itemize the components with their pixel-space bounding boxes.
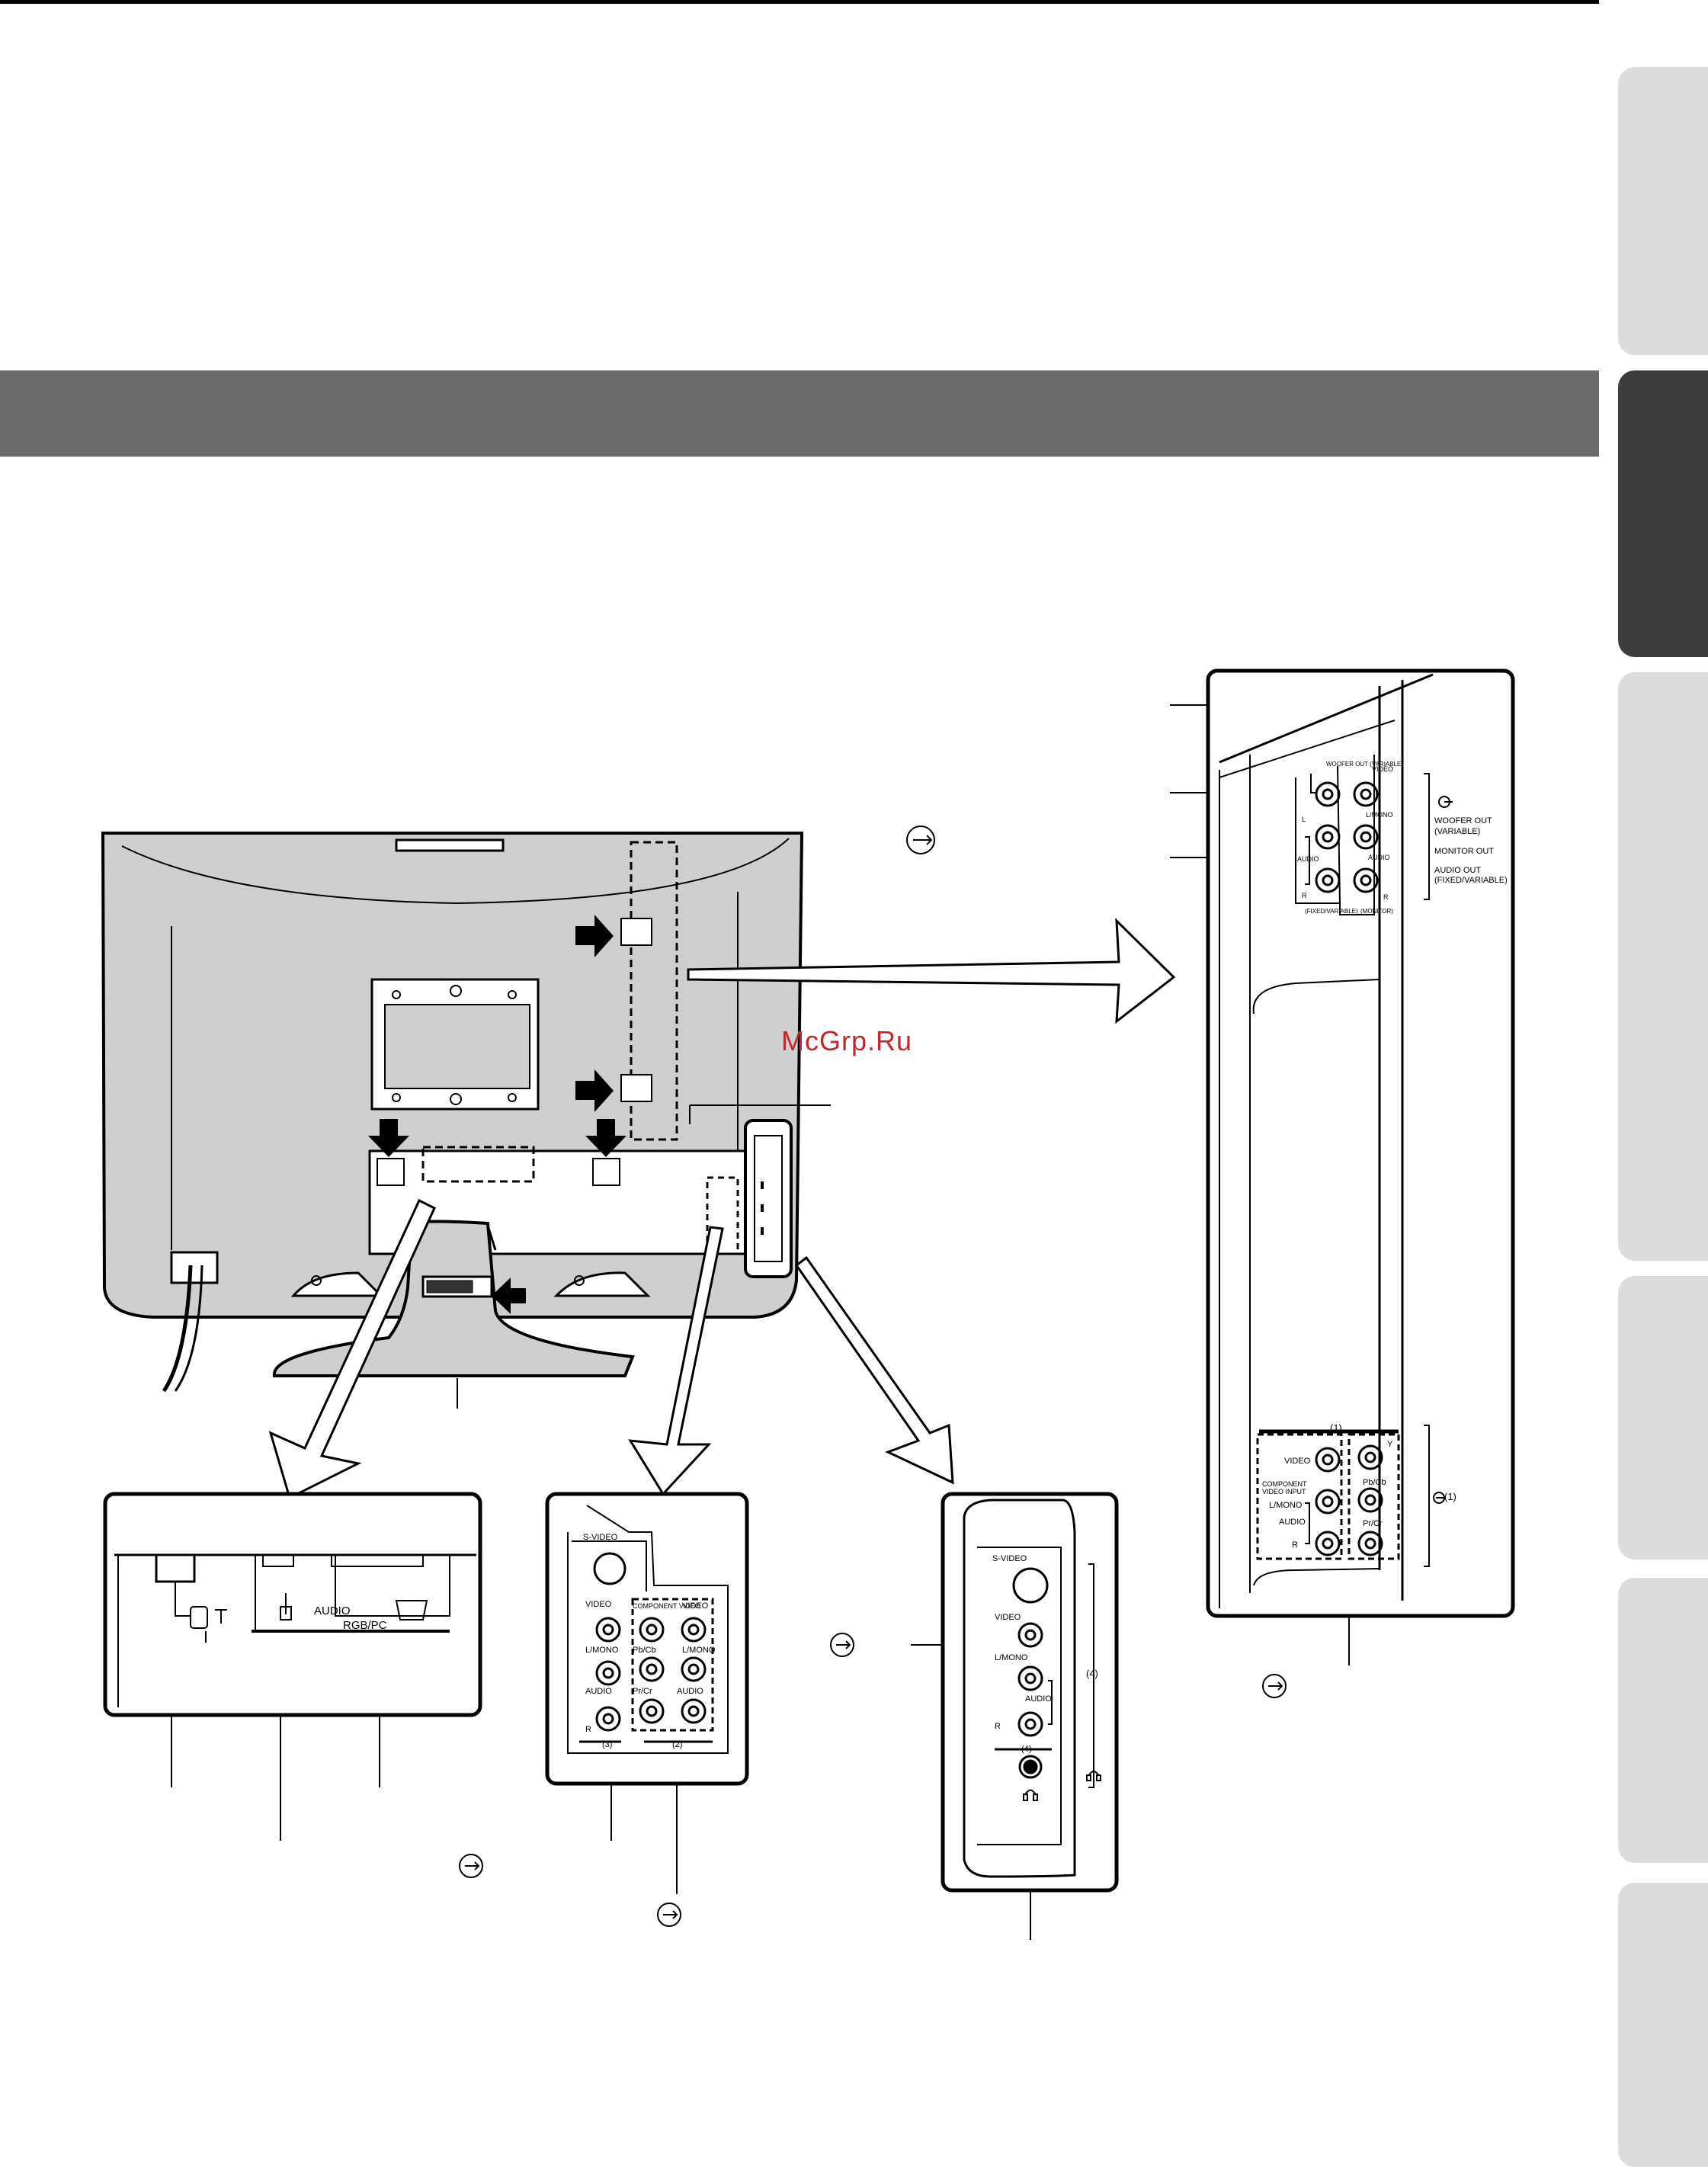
top-rule xyxy=(0,0,1599,4)
detail-in1: (1) xyxy=(1330,1422,1342,1434)
detail-woofer-small: WOOFER OUT (VARIABLE) xyxy=(1326,761,1403,768)
watermark-text: McGrp.Ru xyxy=(781,1025,913,1056)
zoom-arrows xyxy=(268,918,1176,1500)
detail-fixed-variable: (FIXED/VARIABLE) xyxy=(1305,908,1358,915)
rgb-pc-label: RGB/PC xyxy=(343,1619,387,1632)
index-tab-4[interactable] xyxy=(1618,977,1708,1259)
detail-l: L xyxy=(1302,816,1306,823)
panel32-r: R xyxy=(585,1725,591,1734)
side4-audio: AUDIO xyxy=(1025,1694,1052,1704)
rear-terminal-panel xyxy=(103,1492,482,1717)
detail-monitor-small: (MONITOR) xyxy=(1360,908,1393,915)
detail-comp-video: VIDEO xyxy=(1284,1457,1311,1466)
panel32-pr: Pr/Cr xyxy=(633,1687,652,1696)
side4-video: VIDEO xyxy=(995,1613,1021,1622)
detail-legend-audio-out: AUDIO OUT xyxy=(1434,866,1481,875)
detail-pr: Pr/Cr xyxy=(1363,1519,1383,1528)
side4-in4: (4) xyxy=(1021,1745,1031,1754)
side-detail-view xyxy=(1206,668,1515,1618)
cable-clamp-arrows xyxy=(368,915,626,1314)
detail-legend-woofer: WOOFER OUT xyxy=(1434,816,1492,825)
tv-rear-view xyxy=(101,832,804,1393)
detail-pb: Pb/Cb xyxy=(1363,1478,1386,1487)
detail-audio-left: AUDIO xyxy=(1297,855,1319,863)
input-panel-3-2 xyxy=(545,1492,749,1786)
detail-r-right: R xyxy=(1383,893,1389,901)
headphone-icon xyxy=(1023,1771,1101,1801)
panel32-lmono2: L/MONO xyxy=(682,1646,716,1655)
panel32-pb: Pb/Cb xyxy=(633,1646,656,1655)
detail-bracket1: (1) xyxy=(1444,1491,1456,1502)
panel32-video: VIDEO xyxy=(585,1600,612,1609)
audio-label: AUDIO xyxy=(314,1604,351,1617)
detail-component-line2: VIDEO INPUT xyxy=(1262,1488,1306,1495)
detail-y: Y xyxy=(1387,1440,1393,1449)
panel32-audio: AUDIO xyxy=(585,1687,612,1696)
side4-r: R xyxy=(995,1722,1001,1731)
detail-lmono-in: L/MONO xyxy=(1269,1501,1303,1510)
detail-r-in: R xyxy=(1292,1540,1298,1550)
input-symbols xyxy=(459,825,1287,1927)
index-tab-6[interactable] xyxy=(1618,1578,1708,1863)
index-tab-1[interactable] xyxy=(1618,67,1708,355)
detail-audio-right: AUDIO xyxy=(1368,854,1390,861)
output-symbol-icon xyxy=(1433,796,1453,1504)
detail-lmono-out: L/MONO xyxy=(1366,811,1393,819)
index-tab-2-active[interactable] xyxy=(1618,370,1708,657)
detail-component-line1: COMPONENT xyxy=(1262,1480,1307,1488)
detail-legend-monitor: MONITOR OUT xyxy=(1434,847,1494,856)
panel32-in3: (3) xyxy=(602,1740,612,1749)
index-tab-5[interactable] xyxy=(1618,1276,1708,1560)
panel32-svideo: S-VIDEO xyxy=(583,1533,618,1542)
side4-svideo: S-VIDEO xyxy=(992,1554,1027,1563)
detail-audio-in: AUDIO xyxy=(1279,1518,1306,1527)
side4-lmono: L/MONO xyxy=(995,1653,1028,1662)
side4-bracket4: (4) xyxy=(1086,1668,1098,1679)
detail-r-left: R xyxy=(1302,892,1307,899)
panel32-in2: (2) xyxy=(672,1740,682,1749)
detail-legend-audio-sub: (FIXED/VARIABLE) xyxy=(1434,876,1508,885)
panel32-audio2: AUDIO xyxy=(677,1687,703,1696)
side-input-panel-4 xyxy=(941,1492,1119,1893)
detail-legend-woofer-sub: (VARIABLE) xyxy=(1434,827,1480,836)
panel32-component-video: COMPONENT VIDEO xyxy=(633,1602,700,1610)
index-tab-7[interactable] xyxy=(1618,1883,1708,2167)
section-header-bar xyxy=(0,370,1599,457)
panel32-video2: VIDEO xyxy=(682,1601,709,1611)
panel32-lmono: L/MONO xyxy=(585,1646,619,1655)
detail-video-out: VIDEO xyxy=(1372,765,1393,773)
